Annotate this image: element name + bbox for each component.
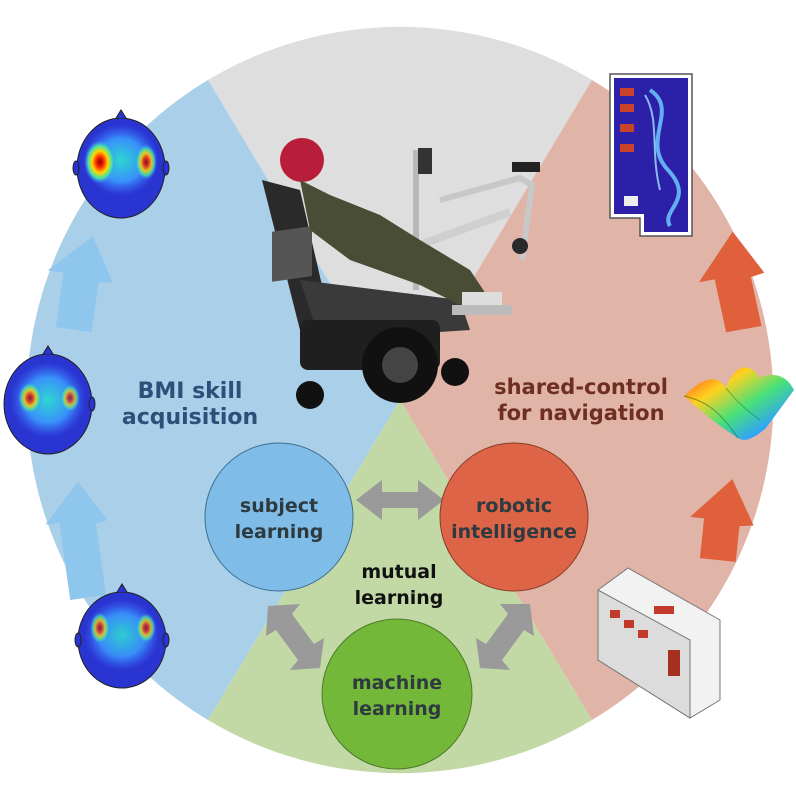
eeg-head-map-top [72, 109, 170, 219]
double-arrow-subject-machine [266, 604, 324, 670]
eeg-head-map-middle [3, 345, 96, 455]
orange-arrow-upper [698, 231, 765, 333]
machine-learning-circle [321, 618, 473, 770]
mutual-label-line1: mutual [361, 561, 436, 583]
double-arrow-robotic-machine [476, 604, 534, 670]
machine-label-line2: learning [353, 698, 442, 720]
mutual-label-line2: learning [355, 587, 444, 609]
sector-right [400, 80, 774, 720]
surface-plot-image [683, 367, 794, 440]
robotic-label-line1: robotic [476, 495, 552, 517]
sector-top [208, 26, 592, 400]
bmi-label-line2: acquisition [122, 405, 258, 430]
navigation-map-image [609, 73, 693, 237]
subject-label-line1: subject [240, 495, 318, 517]
sector-left [26, 80, 401, 720]
subject-label-line2: learning [235, 521, 324, 543]
double-arrow-subject-robotic [356, 480, 444, 520]
eeg-head-map-bottom [74, 583, 170, 689]
shared-control-label-line2: for navigation [497, 401, 664, 425]
blue-arrow-upper [47, 236, 113, 333]
blue-arrow-lower [45, 481, 108, 600]
wheelchair-user-illustration [262, 138, 540, 409]
room-model-image [597, 567, 721, 719]
sector-bottom [208, 400, 592, 774]
robotic-label-line2: intelligence [451, 521, 577, 543]
orange-arrow-lower [690, 479, 754, 562]
shared-control-label-line1: shared-control [494, 375, 668, 399]
bmi-label-line1: BMI skill [138, 379, 243, 404]
subject-learning-circle [204, 442, 354, 592]
robotic-intelligence-circle [439, 442, 589, 592]
machine-label-line1: machine [352, 672, 442, 694]
